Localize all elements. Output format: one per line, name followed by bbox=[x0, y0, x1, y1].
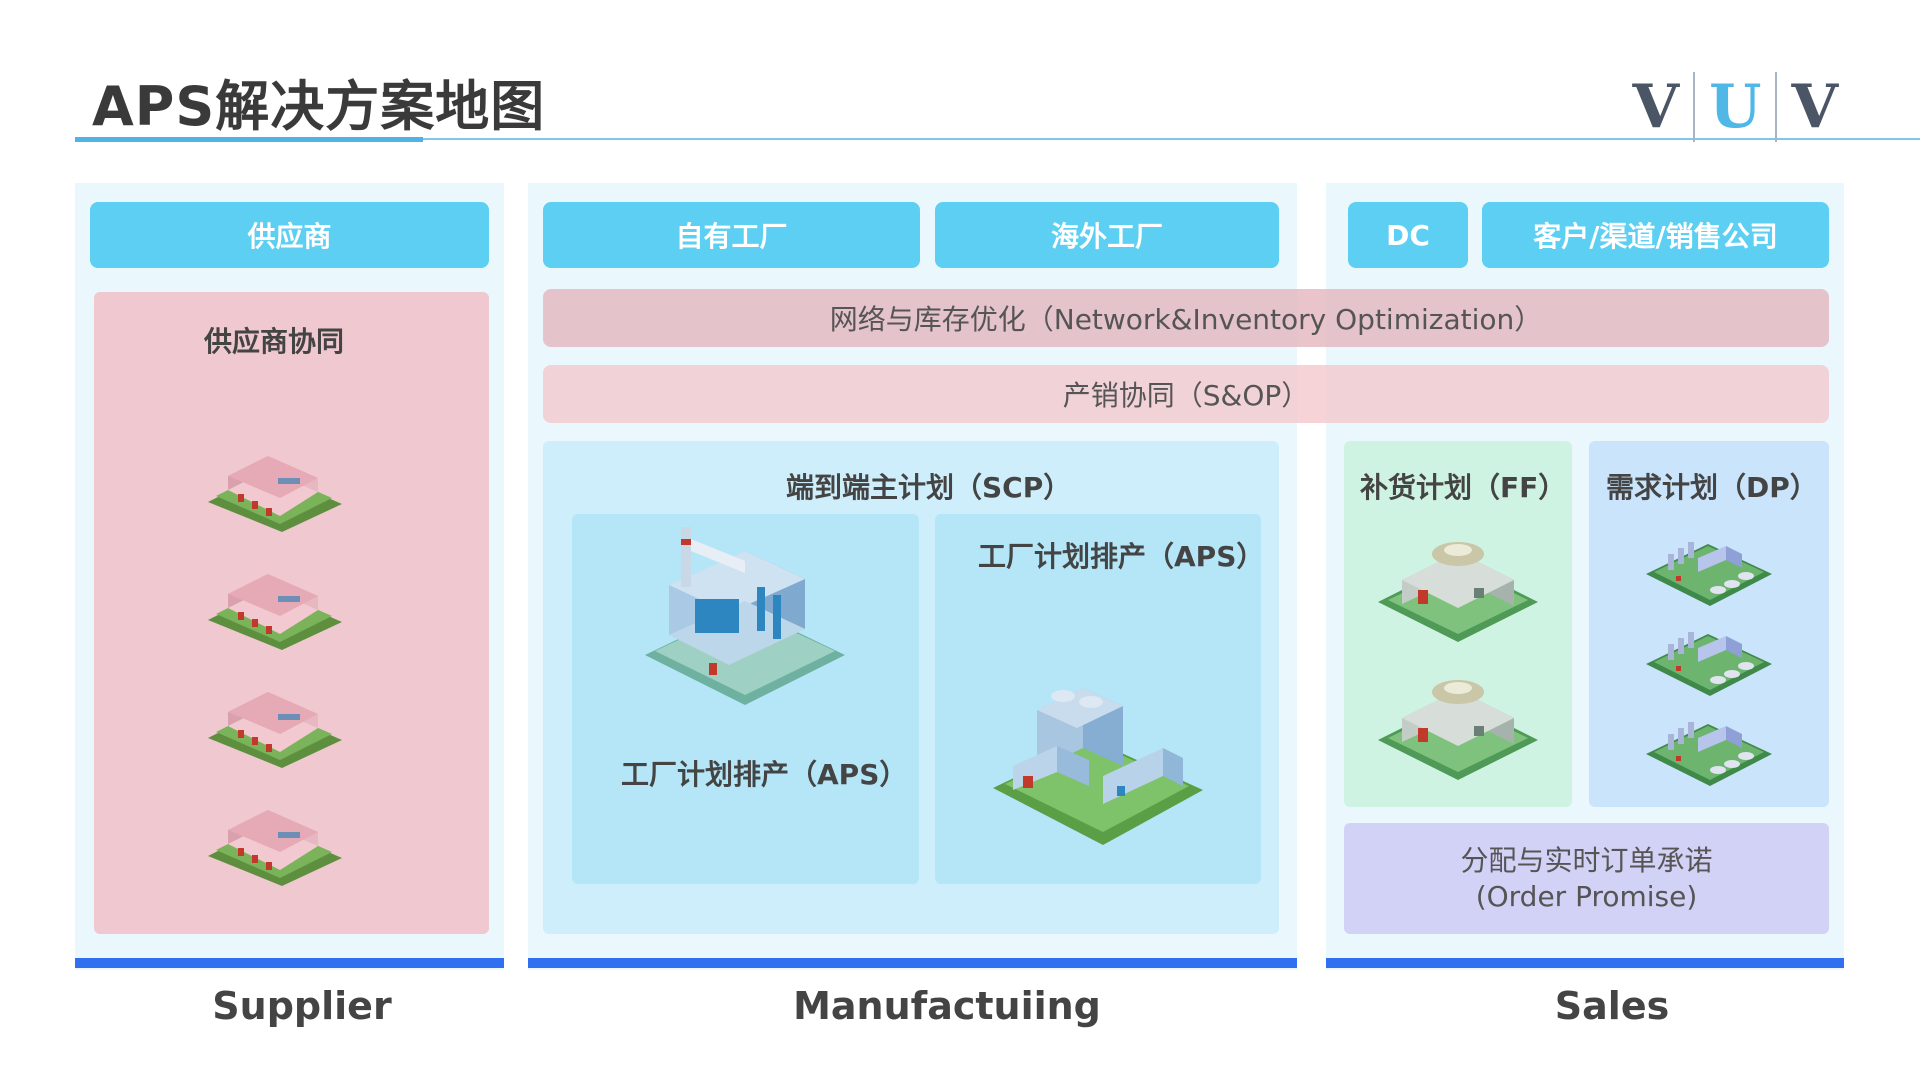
tab-customer-channel[interactable]: 客户/渠道/销售公司 bbox=[1482, 202, 1829, 268]
distribution-center-icon bbox=[1378, 660, 1538, 780]
industrial-park-icon bbox=[1646, 614, 1772, 698]
logo-separator bbox=[1775, 72, 1778, 142]
ff-label: 补货计划（FF） bbox=[1360, 471, 1567, 504]
distribution-center-icon bbox=[1378, 522, 1538, 642]
industrial-park-icon bbox=[1646, 524, 1772, 608]
warehouse-icon bbox=[208, 560, 342, 650]
logo-letter-2: U bbox=[1709, 72, 1762, 142]
aps-label-right: 工厂计划排产（APS） bbox=[978, 540, 1265, 573]
tab-overseas-factory[interactable]: 海外工厂 bbox=[935, 202, 1279, 268]
scp-label: 端到端主计划（SCP） bbox=[786, 471, 1072, 504]
warehouse-icon bbox=[208, 442, 342, 532]
tab-supplier[interactable]: 供应商 bbox=[90, 202, 489, 268]
page-title: APS解决方案地图 bbox=[92, 75, 546, 138]
supplier-bar bbox=[75, 958, 504, 968]
factory-icon bbox=[645, 525, 845, 710]
industrial-park-icon bbox=[1646, 704, 1772, 788]
title-underline-accent bbox=[75, 137, 423, 142]
logo-separator bbox=[1693, 72, 1696, 142]
brand-logo: V U V bbox=[1633, 72, 1838, 142]
aps-label-left: 工厂计划排产（APS） bbox=[621, 758, 908, 791]
supplier-collaboration-label: 供应商协同 bbox=[204, 325, 345, 358]
footer-sales: Sales bbox=[1554, 984, 1670, 1028]
tab-dc[interactable]: DC bbox=[1348, 202, 1468, 268]
sop-band: 产销协同（S&OP） bbox=[543, 365, 1829, 423]
sales-bar bbox=[1326, 958, 1844, 968]
title-underline bbox=[75, 138, 1920, 140]
manufacturing-bar bbox=[528, 958, 1297, 968]
warehouse-icon bbox=[208, 678, 342, 768]
tab-own-factory[interactable]: 自有工厂 bbox=[543, 202, 920, 268]
footer-manufacturing: Manufactuiing bbox=[793, 984, 1101, 1028]
warehouse-icon bbox=[208, 796, 342, 886]
footer-supplier: Supplier bbox=[212, 984, 392, 1028]
order-promise-card: 分配与实时订单承诺 (Order Promise) bbox=[1344, 823, 1829, 934]
dp-label: 需求计划（DP） bbox=[1606, 471, 1818, 504]
network-inventory-band: 网络与库存优化（Network&Inventory Optimization） bbox=[543, 289, 1829, 347]
logo-letter-3: V bbox=[1791, 72, 1838, 142]
plant-icon bbox=[993, 680, 1203, 850]
order-promise-line1: 分配与实时订单承诺 bbox=[1460, 843, 1713, 877]
logo-letter-1: V bbox=[1632, 72, 1680, 142]
order-promise-line2: (Order Promise) bbox=[1475, 879, 1698, 913]
